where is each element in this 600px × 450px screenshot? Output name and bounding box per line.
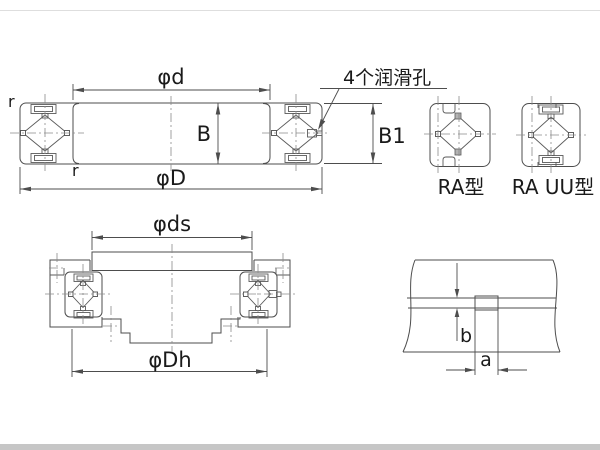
dim-outer-diameter: φD — [19, 166, 323, 194]
seal-groove-detail-view: b a — [402, 259, 561, 375]
dim-label-b: b — [460, 325, 472, 347]
housing-left — [49, 253, 103, 328]
shaft-step-profile — [101, 317, 241, 344]
seal-top-inner — [542, 106, 560, 113]
housing-right — [237, 253, 291, 328]
spacer-node-top — [454, 112, 462, 120]
left-bearing-section — [45, 264, 112, 326]
split-notches — [537, 103, 557, 167]
split-notch-bottom — [442, 156, 456, 167]
seal-bottom-inner — [288, 155, 307, 161]
dim-housing-shoulder: φDh — [71, 329, 268, 377]
mounting-view: φds φDh — [45, 212, 297, 377]
ra-uu-type-view: RA UU型 — [512, 96, 594, 199]
ra-outline — [429, 103, 491, 167]
bore-edge-left — [72, 103, 80, 164]
bore-edge-right — [262, 103, 271, 164]
dim-width-B1: B1 — [324, 103, 406, 164]
lube-hole-callout: 4个润滑孔 — [318, 67, 447, 130]
chamfer-label-inner: r — [72, 161, 79, 180]
main-section-view: φd φD B B1 r r — [8, 65, 447, 194]
spacer-node-bottom — [454, 148, 462, 156]
page-bottom-border — [0, 444, 600, 450]
seal-bottom-inner — [34, 155, 53, 161]
ra-uu-type-label: RA UU型 — [512, 175, 594, 199]
lube-note-text: 4个润滑孔 — [343, 67, 431, 89]
dim-label-sealed-width: B1 — [378, 124, 406, 148]
roller-diamond — [69, 279, 97, 309]
seal-groove — [474, 295, 499, 311]
dim-label-a: a — [480, 349, 492, 371]
dim-shaft-shoulder: φds — [91, 212, 253, 250]
seal-top-inner — [34, 106, 53, 112]
seal-top-inner — [76, 275, 91, 281]
dim-label-housing-shoulder: φDh — [148, 348, 191, 372]
right-bearing-section — [230, 264, 297, 326]
seal-top-inner — [251, 275, 266, 281]
seal-top-inner — [288, 106, 307, 112]
dim-label-width: B — [197, 122, 211, 146]
break-line-right — [552, 259, 561, 353]
seal-bottom-inner — [251, 312, 266, 317]
dim-width-B: B — [197, 103, 221, 164]
dim-label-outer: φD — [156, 166, 186, 190]
dim-groove-width: a — [446, 310, 527, 375]
right-ring-section — [262, 94, 330, 174]
break-line-left — [402, 259, 416, 353]
ra-type-label: RA型 — [438, 175, 485, 199]
dim-bore-diameter: φd — [72, 65, 271, 100]
left-ring-section — [10, 94, 84, 174]
split-notch-top — [442, 103, 456, 114]
dim-groove-depth: b — [454, 263, 472, 347]
chamfer-label-outer: r — [8, 92, 15, 111]
dim-label-shaft-shoulder: φds — [153, 212, 191, 236]
dim-label-bore: φd — [157, 65, 184, 89]
seal-bottom-inner — [542, 157, 560, 163]
roller-diamond — [244, 279, 272, 309]
ra-type-view: RA型 — [424, 96, 496, 199]
seal-bottom-inner — [76, 312, 91, 317]
